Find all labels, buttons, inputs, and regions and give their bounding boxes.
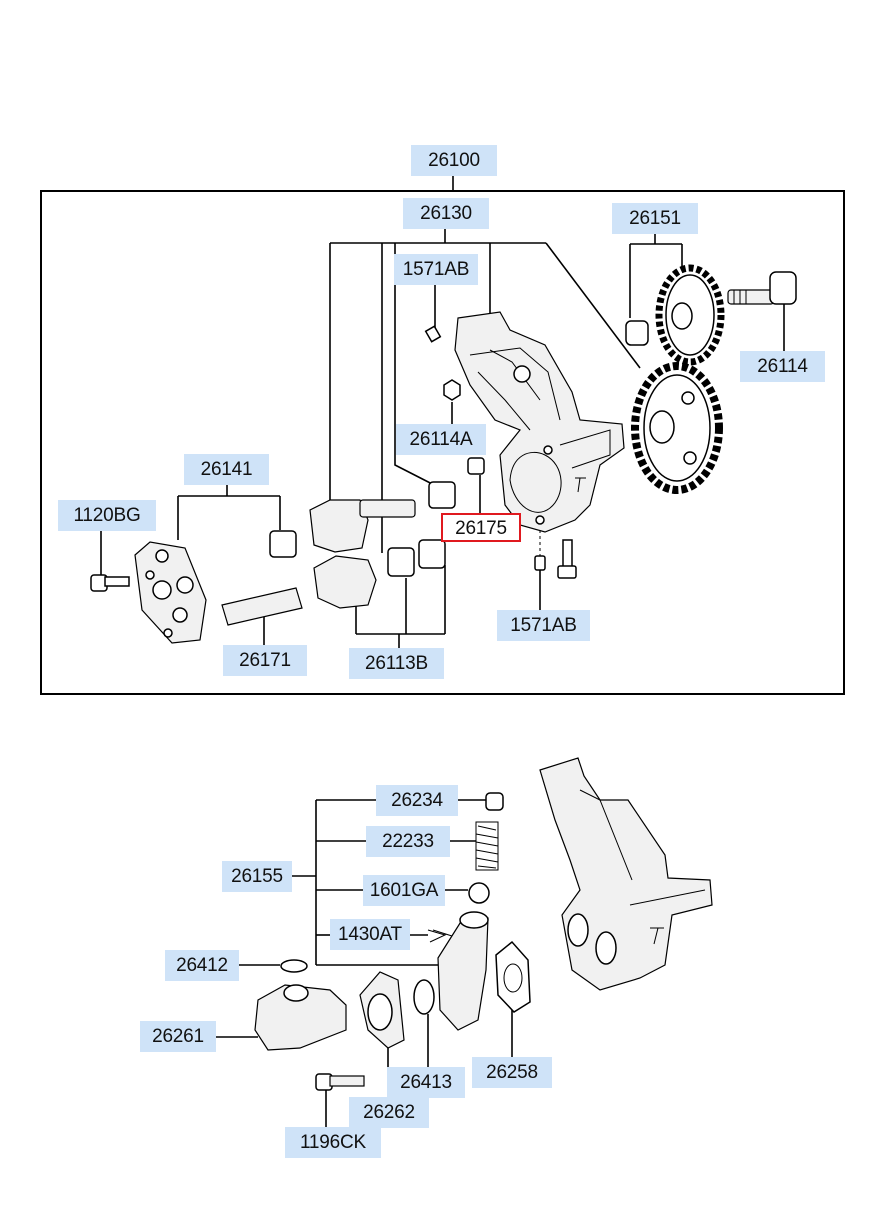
label-1571AB-bottom[interactable]: 1571AB bbox=[497, 610, 590, 641]
drive-gear bbox=[625, 264, 725, 366]
label-26114A[interactable]: 26114A bbox=[396, 424, 486, 455]
relief-valve-parts bbox=[254, 792, 531, 1091]
label-1430AT[interactable]: 1430AT bbox=[330, 919, 410, 950]
label-1571AB-top[interactable]: 1571AB bbox=[394, 254, 478, 285]
label-26171[interactable]: 26171 bbox=[223, 645, 307, 676]
small-parts-upper bbox=[90, 325, 577, 644]
label-26262[interactable]: 26262 bbox=[349, 1097, 429, 1128]
assembly-frame bbox=[40, 190, 845, 695]
housing-lower-view bbox=[539, 757, 713, 991]
label-26130[interactable]: 26130 bbox=[403, 198, 489, 229]
label-1601GA[interactable]: 1601GA bbox=[363, 875, 445, 906]
label-26114[interactable]: 26114 bbox=[740, 351, 825, 382]
label-26413[interactable]: 26413 bbox=[387, 1067, 465, 1098]
label-26261[interactable]: 26261 bbox=[140, 1021, 216, 1052]
label-26175[interactable]: 26175 bbox=[441, 513, 521, 542]
label-26155[interactable]: 26155 bbox=[222, 861, 292, 892]
label-26113B[interactable]: 26113B bbox=[349, 648, 444, 679]
label-26141[interactable]: 26141 bbox=[184, 454, 269, 485]
idler-gear bbox=[631, 362, 723, 494]
label-26100[interactable]: 26100 bbox=[411, 145, 497, 176]
gear-shaft bbox=[727, 271, 797, 305]
label-26234[interactable]: 26234 bbox=[376, 785, 458, 816]
label-22233[interactable]: 22233 bbox=[366, 826, 450, 857]
leader-lines-upper bbox=[100, 176, 785, 649]
label-26151[interactable]: 26151 bbox=[612, 203, 698, 234]
pump-housing bbox=[454, 311, 625, 533]
label-26258[interactable]: 26258 bbox=[472, 1057, 552, 1088]
label-1120BG[interactable]: 1120BG bbox=[58, 500, 156, 531]
label-26412[interactable]: 26412 bbox=[165, 950, 239, 981]
label-1196CK[interactable]: 1196CK bbox=[285, 1127, 381, 1158]
